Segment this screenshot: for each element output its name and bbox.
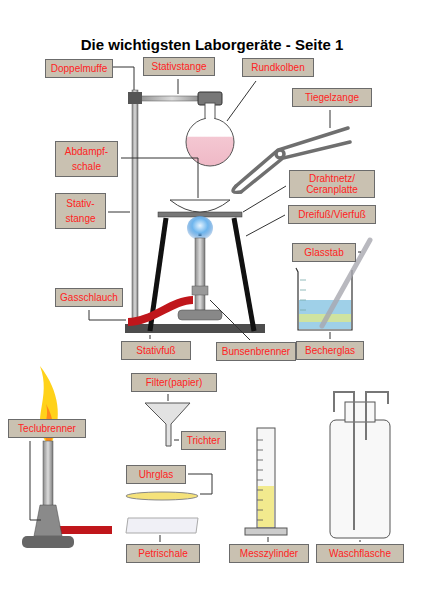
part-name: Tiegelzange	[305, 91, 359, 104]
part-label: Stativ- stange	[55, 193, 106, 229]
leader-line	[89, 310, 126, 320]
part-label: Tiegelzange	[292, 88, 372, 107]
tong-tip	[233, 186, 241, 192]
leader-line	[330, 110, 331, 128]
part-label: Dreifuß/Vierfuß	[288, 205, 376, 224]
graduated-cylinder	[245, 428, 287, 535]
bottle-neck	[345, 402, 375, 422]
part-label: Doppelmuffe	[45, 59, 113, 78]
beaker	[296, 240, 370, 330]
part-label: Bunsenbrenner	[216, 342, 296, 361]
flask-neck	[205, 103, 215, 123]
part-name: Teclubrenner	[18, 422, 76, 435]
leader-line	[268, 537, 269, 542]
part-label: Trichter	[181, 431, 226, 450]
leader-line	[168, 394, 169, 401]
cylinder-liquid	[258, 486, 274, 527]
gas-hose	[58, 526, 112, 534]
leader-line	[188, 474, 212, 494]
leader-line	[210, 300, 250, 340]
part-name: Becherglas	[305, 344, 355, 357]
part-name: Stativ- stange	[60, 196, 101, 226]
leader-line	[227, 81, 256, 121]
part-label: Messzylinder	[229, 544, 309, 563]
bottle-tube	[366, 392, 388, 440]
blue-flame	[187, 216, 213, 240]
part-name: Bunsenbrenner	[222, 345, 290, 358]
part-name: Filter(papier)	[146, 376, 203, 389]
part-name: Stativfuß	[136, 344, 175, 357]
leader-line	[108, 212, 130, 213]
bottle-tube	[334, 392, 354, 530]
part-name: Trichter	[187, 434, 221, 447]
cylinder-tube	[257, 428, 275, 528]
page-title: Die wichtigsten Laborgeräte - Seite 1	[0, 36, 424, 54]
cylinder-scale	[257, 440, 263, 520]
clamp-rod	[136, 96, 208, 101]
flask-neck-join	[206, 117, 214, 123]
part-label: Teclubrenner	[8, 419, 86, 438]
leader-line	[121, 158, 198, 198]
part-name: Glasstab	[304, 246, 343, 259]
bottle-body	[330, 420, 390, 538]
leader-line	[150, 335, 151, 339]
part-name: Petrischale	[138, 547, 187, 560]
leader-line	[358, 252, 361, 253]
part-label: Glasstab	[292, 243, 356, 262]
leader-line	[246, 215, 285, 236]
teclu-burner	[22, 366, 112, 548]
part-name: Messzylinder	[240, 547, 298, 560]
leader-line	[243, 186, 286, 212]
burner-foot	[22, 536, 74, 548]
part-name: Waschflasche	[329, 547, 391, 560]
flask-bulb	[186, 118, 234, 166]
part-name: Rundkolben	[251, 61, 304, 74]
leader-line	[111, 67, 134, 90]
part-name: Stativstange	[151, 60, 206, 73]
part-name: Uhrglas	[139, 468, 173, 481]
part-label: Waschflasche	[316, 544, 404, 563]
burner-foot	[178, 310, 222, 320]
leader-line	[30, 441, 41, 520]
bunsen-burner	[128, 238, 222, 322]
part-label: Uhrglas	[126, 465, 186, 484]
part-label: Petrischale	[126, 544, 200, 563]
leader-line	[360, 540, 361, 542]
tripod-leg	[234, 218, 254, 331]
stand-base	[125, 324, 265, 333]
wash-bottle	[330, 392, 390, 538]
part-label: Filter(papier)	[131, 373, 217, 392]
leader-line	[160, 535, 161, 542]
round-flask	[186, 103, 234, 166]
boss-head	[128, 92, 142, 104]
leader-lines	[30, 67, 361, 542]
stand-rod	[132, 90, 138, 324]
part-name: Abdampf- schale	[60, 144, 113, 174]
leader-line	[174, 440, 179, 441]
air-collar	[192, 286, 208, 295]
part-name: Dreifuß/Vierfuß	[298, 208, 366, 221]
cylinder-foot	[245, 528, 287, 535]
part-label: Abdampf- schale	[55, 141, 118, 177]
petri-dish	[126, 518, 198, 533]
part-label: Stativfuß	[121, 341, 191, 360]
part-label: Becherglas	[296, 341, 364, 360]
part-name: Doppelmuffe	[51, 62, 108, 75]
tong-hinge	[276, 150, 284, 158]
part-label: Stativstange	[143, 57, 215, 76]
part-label: Gasschlauch	[55, 288, 123, 307]
beaker-scale	[300, 280, 306, 310]
burner-tube	[195, 238, 205, 310]
evaporating-dish	[170, 200, 230, 212]
leader-line	[330, 332, 331, 339]
burner-tube	[43, 441, 53, 507]
watch-glass	[126, 492, 198, 500]
part-name: Drahtnetz/ Ceranplatte	[294, 173, 370, 195]
part-label: Rundkolben	[242, 58, 314, 77]
part-name: Gasschlauch	[60, 291, 118, 304]
part-label: Drahtnetz/ Ceranplatte	[289, 170, 375, 198]
leader-line	[178, 79, 179, 94]
